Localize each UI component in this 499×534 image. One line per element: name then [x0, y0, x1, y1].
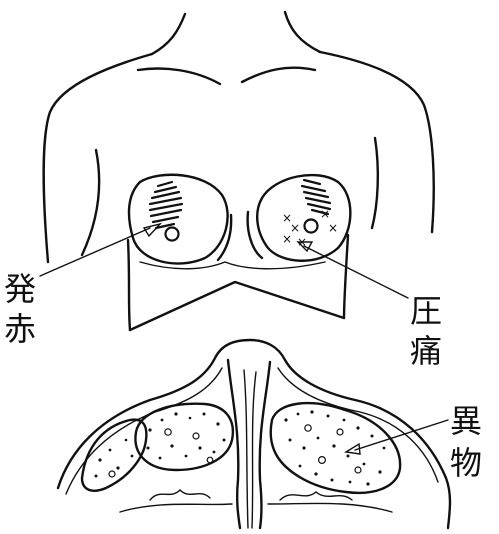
sternum-center [244, 370, 248, 528]
skin-inner-right [278, 368, 438, 482]
redness-leader [40, 228, 150, 276]
tenderness-leader [304, 246, 408, 298]
skin-contour [58, 340, 450, 528]
right-clavicle [242, 68, 315, 82]
neck-left [152, 14, 185, 54]
left-breast [129, 175, 231, 264]
chest-wall-right [268, 503, 392, 512]
label-foreign-body-1: 異 [450, 402, 482, 440]
label-tenderness-2: 痛 [410, 332, 442, 370]
labels: 発 赤 圧 痛 異 物 [4, 270, 482, 482]
skin-inner-left [66, 368, 222, 494]
right-nipple [305, 220, 318, 233]
sternum-center-2 [252, 372, 256, 528]
lower-edge [130, 282, 344, 330]
chest-wall-left [120, 504, 232, 512]
right-breast: × × × × × × [248, 175, 351, 261]
lobe-texture [95, 410, 386, 485]
right-flank [344, 235, 348, 318]
svg-text:×: × [320, 207, 330, 221]
left-main-lobe [135, 404, 232, 470]
left-breast-outline [129, 175, 228, 264]
rib-squiggle-left [150, 490, 210, 500]
leader-lines [40, 224, 448, 454]
sternum-right [260, 362, 270, 528]
left-nipple [166, 228, 179, 241]
svg-text:×: × [328, 221, 338, 235]
foreign-body-leader [355, 420, 448, 450]
left-breast-inner-curve [218, 215, 231, 260]
label-foreign-body-2: 物 [450, 444, 482, 482]
right-lobe [271, 403, 400, 493]
neck-right [285, 12, 320, 52]
left-clavicle [138, 69, 220, 84]
cross-section [58, 340, 450, 528]
svg-text:×: × [282, 232, 292, 246]
label-redness-1: 発 [4, 270, 36, 308]
left-flank [128, 240, 130, 330]
left-redness-shading [150, 182, 182, 228]
right-axilla [372, 138, 378, 228]
left-axilla [82, 150, 99, 255]
label-redness-2: 赤 [4, 310, 36, 348]
label-tenderness-1: 圧 [410, 292, 442, 330]
rib-squiggle-right [280, 492, 352, 500]
